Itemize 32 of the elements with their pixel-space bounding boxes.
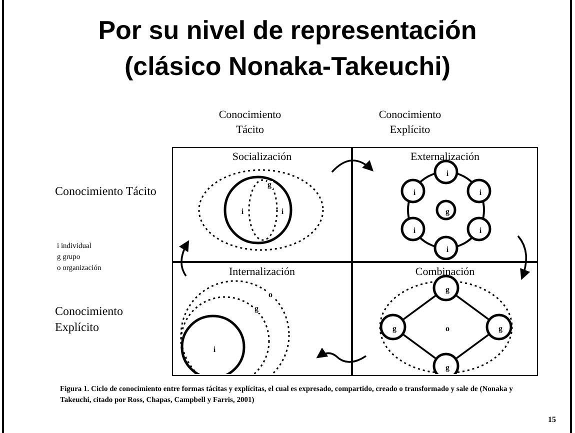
quadrant-panel: [352, 262, 538, 376]
quadrant-title: Externalización: [409, 151, 481, 163]
cycle-arrow: [316, 348, 366, 363]
slide-title: Por su nivel de representación (clásico Nonaka-Takeuchi): [97, 14, 478, 83]
circle-letter: i: [212, 346, 217, 354]
cycle-arrow: [517, 235, 530, 280]
circle-letter: g: [254, 304, 260, 312]
row-header: Conocimiento Tácito: [55, 183, 158, 200]
circle-letter: i: [478, 226, 483, 234]
quadrant-title: Internalización: [228, 266, 296, 278]
column-header: Conocimiento Tácito: [218, 108, 282, 138]
quadrant-title: Socialización: [231, 151, 293, 163]
circle-letter: i: [280, 208, 285, 216]
circle-letter: i: [412, 188, 417, 196]
circle-letter: i: [445, 170, 450, 178]
circle-letter: i: [478, 188, 483, 196]
quadrant-panel: [352, 147, 538, 262]
circle-letter: o: [268, 290, 274, 298]
circle-letter: g: [266, 180, 272, 188]
circle-letter: g: [444, 208, 450, 216]
row-header: Conocimiento Explícito: [55, 303, 124, 336]
cycle-arrow: [179, 240, 190, 276]
circle-letter: i: [240, 208, 245, 216]
cycle-arrow: [331, 160, 374, 173]
circle-letter: o: [444, 324, 450, 332]
column-header: Conocimiento Explícito: [378, 108, 442, 138]
quadrant-panel: [172, 147, 352, 262]
circle-letter: i: [445, 246, 450, 254]
quadrant-title: Combinación: [414, 266, 476, 278]
page-number: 15: [548, 415, 557, 426]
quadrant-panel: [172, 262, 352, 376]
circle-letter: i: [412, 226, 417, 234]
